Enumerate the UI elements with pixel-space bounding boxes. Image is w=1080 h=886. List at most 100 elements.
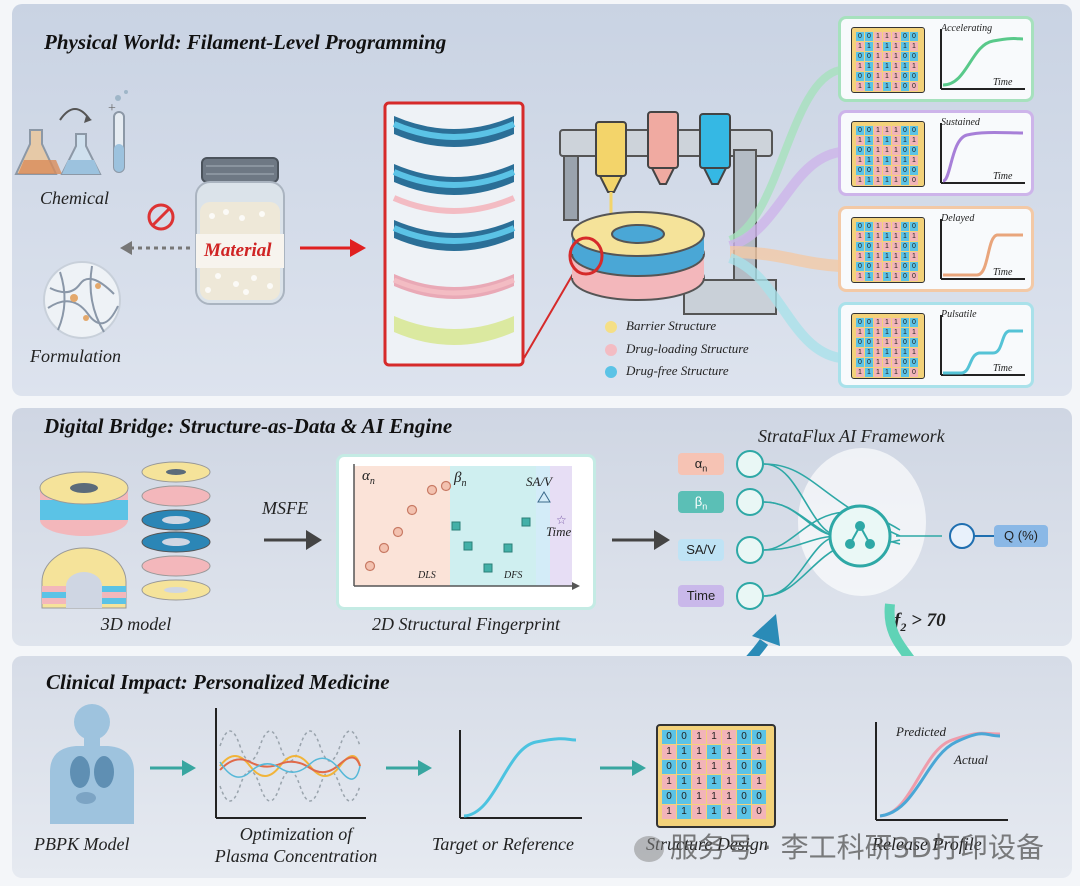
fingerprint-label: 2D Structural Fingerprint	[372, 614, 560, 634]
target-label: Target or Reference	[432, 834, 574, 854]
grid-cell: 1	[692, 730, 706, 744]
grid-cell: 1	[722, 790, 736, 804]
grid-cell: 0	[865, 72, 873, 81]
grid-cell: 1	[892, 32, 900, 41]
optimization-line2: Plasma Concentration	[214, 846, 378, 866]
grid-cell: 1	[856, 232, 864, 241]
grid-cell: 1	[883, 252, 891, 261]
grid-cell: 1	[892, 318, 900, 327]
grid-cell: 1	[892, 358, 900, 367]
grid-cell: 0	[910, 52, 918, 61]
alpha-point	[440, 480, 452, 492]
grid-cell: 0	[901, 176, 909, 185]
grid-cell: 1	[865, 328, 873, 337]
grid-cell: 1	[874, 242, 882, 251]
grid-cell: 1	[707, 775, 721, 789]
grid-cell: 1	[901, 156, 909, 165]
structural-fingerprint-chart: ☆	[353, 464, 580, 590]
pbpk-label: PBPK Model	[34, 834, 130, 854]
grid-cell: 1	[910, 62, 918, 71]
grid-cell: 0	[662, 760, 676, 774]
beta-point	[503, 543, 513, 553]
grid-cell: 1	[865, 156, 873, 165]
grid-cell: 0	[910, 166, 918, 175]
grid-cell: 1	[883, 338, 891, 347]
grid-cell: 1	[874, 82, 882, 91]
grid-cell: 0	[910, 72, 918, 81]
beta-point	[483, 563, 493, 573]
legend-dot-barrier	[605, 321, 617, 333]
grid-cell: 1	[874, 42, 882, 51]
grid-cell: 1	[865, 252, 873, 261]
grid-cell: 1	[892, 328, 900, 337]
plasma-concentration-chart	[215, 708, 366, 819]
grid-cell: 1	[883, 348, 891, 357]
grid-cell: 1	[874, 136, 882, 145]
grid-cell: 1	[874, 368, 882, 377]
grid-cell: 0	[910, 368, 918, 377]
grid-cell: 0	[910, 272, 918, 281]
grid-cell: 1	[883, 176, 891, 185]
grid-cell: 1	[662, 805, 676, 819]
grid-cell: 1	[737, 745, 751, 759]
dotted-arrow	[120, 241, 194, 255]
grid-cell: 0	[865, 166, 873, 175]
grid-cell: 1	[692, 760, 706, 774]
grid-cell: 1	[892, 146, 900, 155]
grid-cell: 0	[856, 52, 864, 61]
grid-cell: 1	[692, 805, 706, 819]
grid-cell: 1	[883, 32, 891, 41]
grid-cell: 1	[707, 745, 721, 759]
grid-cell: 1	[892, 232, 900, 241]
input-beta: βn	[678, 491, 724, 513]
profile-name-delayed: Delayed	[941, 213, 975, 224]
grid-cell: 1	[737, 775, 751, 789]
teal-arrow-3	[600, 760, 646, 776]
grid-cell: 0	[901, 222, 909, 231]
grid-cell: 1	[856, 82, 864, 91]
zoom-connector-lines	[523, 261, 581, 359]
grid-cell: 1	[752, 745, 766, 759]
grid-cell: 1	[874, 338, 882, 347]
grid-cell: 1	[874, 166, 882, 175]
structure-design-label: Structure Design	[646, 834, 768, 854]
grid-cell: 0	[901, 146, 909, 155]
beta-point	[451, 521, 461, 531]
grid-cell: 1	[892, 338, 900, 347]
output-q: Q (%)	[994, 525, 1048, 547]
grid-cell: 0	[910, 82, 918, 91]
grid-cell: 0	[910, 242, 918, 251]
grid-cell: 1	[883, 146, 891, 155]
grid-cell: 0	[752, 760, 766, 774]
grid-cell: 1	[662, 745, 676, 759]
grid-cell: 1	[892, 368, 900, 377]
grid-cell: 1	[874, 52, 882, 61]
grid-cell: 1	[883, 262, 891, 271]
fp-dls-label: DLS	[418, 570, 436, 581]
grid-cell: 0	[677, 790, 691, 804]
red-arrow	[300, 239, 366, 257]
grid-cell: 1	[874, 318, 882, 327]
grid-cell: 0	[856, 338, 864, 347]
grid-cell: 1	[892, 166, 900, 175]
framework-title: StrataFlux AI Framework	[758, 426, 945, 446]
grid-cell: 1	[883, 222, 891, 231]
pulsatile-curve	[940, 315, 1025, 376]
physical-world-title: Physical World: Filament-Level Programmi…	[44, 30, 447, 54]
grid-cell: 1	[856, 252, 864, 261]
grid-cell: 0	[910, 222, 918, 231]
teal-arrow-2	[386, 760, 432, 776]
grid-cell: 0	[856, 358, 864, 367]
grid-cell: 1	[901, 62, 909, 71]
fp-beta-label: βn	[454, 470, 467, 489]
grid-cell: 1	[892, 136, 900, 145]
grid-cell: 1	[910, 136, 918, 145]
grid-cell: 0	[752, 790, 766, 804]
grid-cell: 1	[692, 745, 706, 759]
grid-cell: 0	[856, 262, 864, 271]
grid-cell: 1	[722, 775, 736, 789]
grid-cell: 1	[865, 368, 873, 377]
grid-cell: 0	[865, 242, 873, 251]
